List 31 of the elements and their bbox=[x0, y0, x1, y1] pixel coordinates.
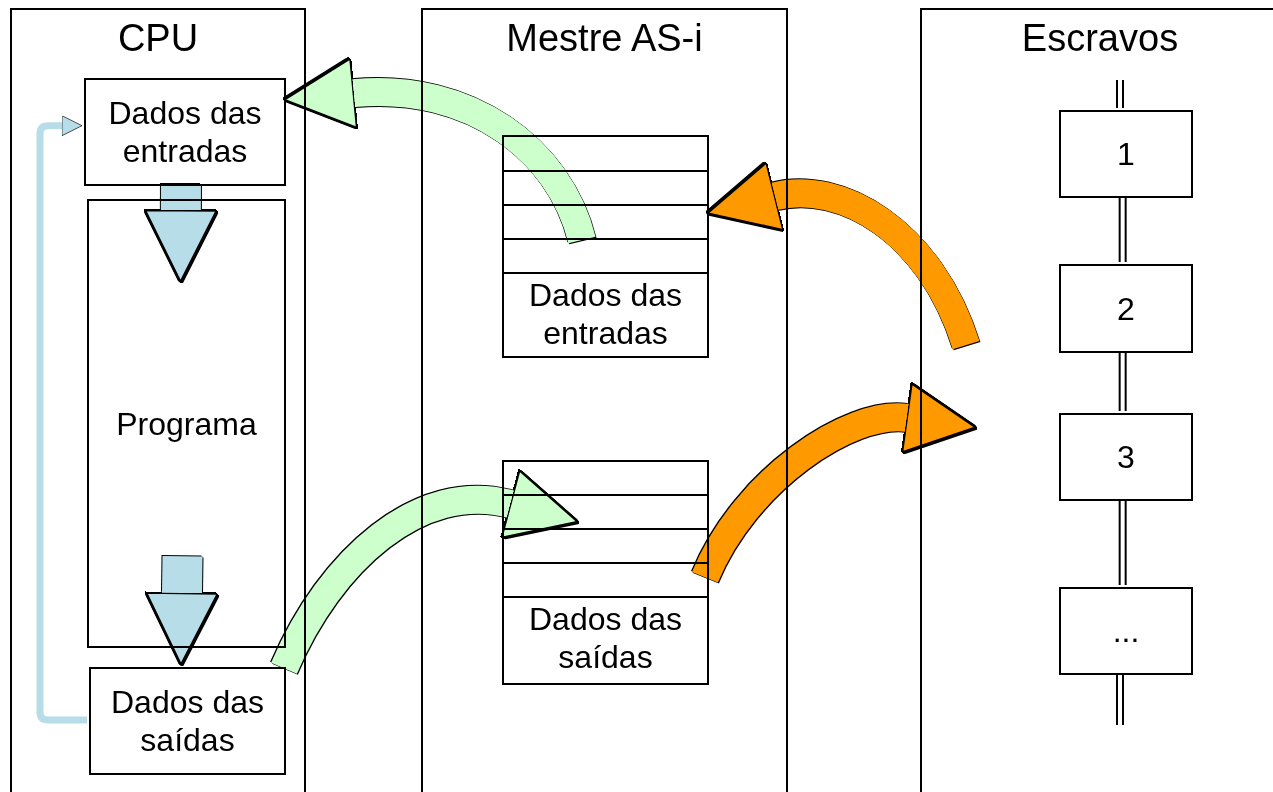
curved-arrow bbox=[692, 381, 978, 584]
box-label: Dados das entradas bbox=[107, 94, 263, 170]
data-box bbox=[84, 78, 286, 186]
slave-box bbox=[1059, 264, 1193, 353]
block-arrow bbox=[143, 183, 219, 284]
box-label: ... bbox=[1111, 612, 1141, 650]
box-label: Dados das entradas bbox=[528, 276, 683, 352]
curved-arrow bbox=[271, 468, 581, 675]
slave-box bbox=[1059, 110, 1193, 198]
bus-line bbox=[1118, 498, 1127, 586]
data-box bbox=[89, 667, 286, 775]
panel-title: Mestre AS-i bbox=[505, 16, 704, 60]
box-label: 1 bbox=[1116, 135, 1136, 173]
data-table bbox=[502, 135, 709, 358]
master-panel bbox=[421, 8, 788, 792]
panel-title: Escravos bbox=[1020, 16, 1180, 60]
box-label: 2 bbox=[1116, 289, 1136, 328]
program-box bbox=[87, 199, 286, 648]
panel-title: CPU bbox=[116, 16, 200, 60]
slave-box bbox=[1059, 413, 1193, 501]
data-table bbox=[502, 460, 709, 685]
slave-box bbox=[1059, 587, 1193, 675]
box-label: 3 bbox=[1116, 438, 1136, 476]
box-label: Dados das saídas bbox=[528, 600, 683, 676]
block-arrow bbox=[144, 555, 220, 667]
box-label: Programa bbox=[115, 404, 258, 443]
bus-line bbox=[1118, 195, 1127, 263]
cpu-panel bbox=[10, 8, 306, 792]
box-label: Dados das saídas bbox=[110, 683, 265, 759]
slaves-panel bbox=[920, 8, 1273, 792]
bus-line bbox=[1118, 350, 1127, 412]
